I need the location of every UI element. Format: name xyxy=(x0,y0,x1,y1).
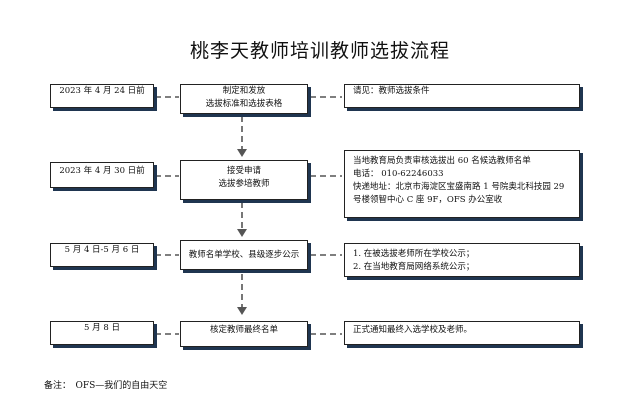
detail-box: 当地教育局负责审核选拔出 60 名候选教师名单 电话： 010-62246033… xyxy=(344,150,580,218)
detail-line: 电话： 010-62246033 xyxy=(353,169,444,179)
date-label: 2023 年 4 月 30 日前 xyxy=(59,166,145,176)
date-label: 5 月 4 日-5 月 6 日 xyxy=(64,245,140,255)
detail-line: 当地教育局负责审核选拔出 60 名候选教师名单 xyxy=(353,156,531,166)
date-box: 2023 年 4 月 24 日前 xyxy=(50,84,154,108)
detail-box: 请见：教师选拔条件 xyxy=(344,84,580,108)
action-line: 核定教师最终名单 xyxy=(209,325,278,335)
detail-line: 1. 在被选拔老师所在学校公示； xyxy=(353,249,475,259)
detail-box: 1. 在被选拔老师所在学校公示； 2. 在当地教育局网络系统公示； xyxy=(344,243,580,277)
action-line: 选拔参培教师 xyxy=(218,179,270,189)
detail-line: 快递地址：北京市海淀区宝盛南路 1 号院奥北科技园 29 xyxy=(353,182,565,192)
arrowhead-icon xyxy=(237,149,247,157)
action-line: 选拔标准和选拔表格 xyxy=(205,99,283,109)
action-box: 核定教师最终名单 xyxy=(180,321,308,347)
detail-line: 2. 在当地教育局网络系统公示； xyxy=(353,262,475,272)
action-box: 制定和发放 选拔标准和选拔表格 xyxy=(180,84,308,114)
detail-line: 正式通知最终入选学校及老师。 xyxy=(353,325,473,335)
date-box: 2023 年 4 月 30 日前 xyxy=(50,162,154,188)
action-line: 教师名单学校、县级逐步公示 xyxy=(188,250,300,260)
date-label: 5 月 8 日 xyxy=(84,323,120,333)
detail-box: 正式通知最终入选学校及老师。 xyxy=(344,321,580,345)
arrowhead-icon xyxy=(237,307,247,315)
action-box: 教师名单学校、县级逐步公示 xyxy=(180,240,308,270)
action-line: 制定和发放 xyxy=(222,86,266,96)
action-box: 接受申请 选拔参培教师 xyxy=(180,160,308,200)
arrowhead-icon xyxy=(237,229,247,237)
detail-line: 请见：教师选拔条件 xyxy=(353,86,430,96)
date-label: 2023 年 4 月 24 日前 xyxy=(59,86,145,96)
detail-line: 号楼领智中心 C 座 9F，OFS 办公室收 xyxy=(353,195,503,205)
page-title: 桃李天教师培训教师选拔流程 xyxy=(189,40,450,62)
date-box: 5 月 8 日 xyxy=(50,321,154,345)
date-box: 5 月 4 日-5 月 6 日 xyxy=(50,243,154,267)
footnote: 备注： OFS—我们的自由天空 xyxy=(44,381,168,391)
action-line: 接受申请 xyxy=(226,166,261,176)
